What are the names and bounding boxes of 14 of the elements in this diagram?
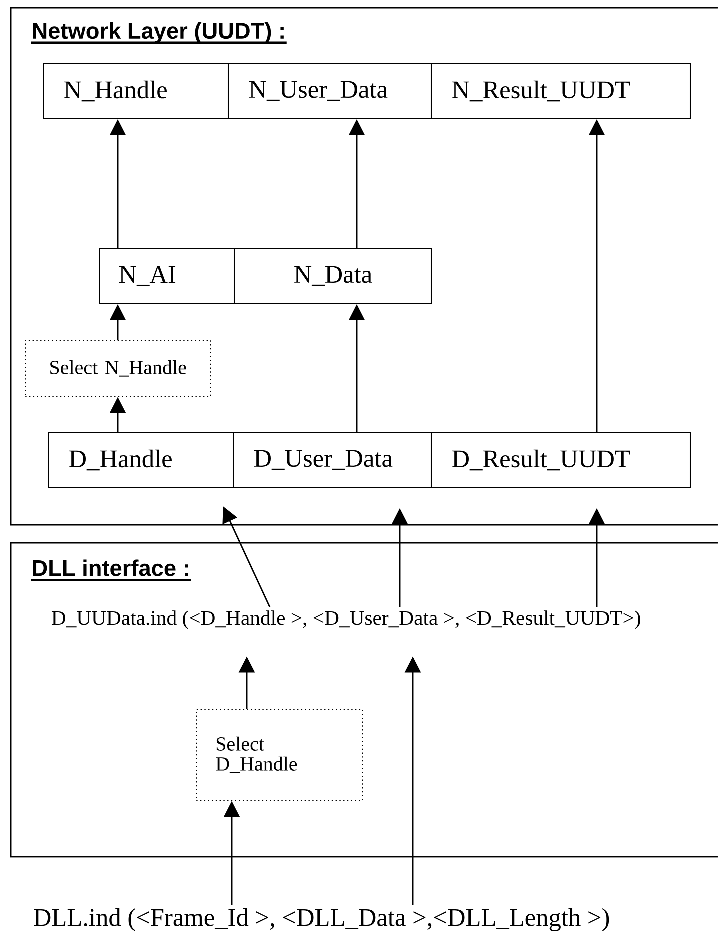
- bare-text: DLL.ind (<Frame_Id >, <DLL_Data >,<DLL_Length >): [34, 908, 610, 932]
- text-box: N_Handle: [43, 63, 230, 120]
- text-box: N_User_Data: [228, 63, 432, 120]
- text-box: N_Result_UUDT: [431, 63, 692, 120]
- text-box: D_Result_UUDT: [431, 432, 692, 488]
- text-box: Select N_Handle: [25, 340, 212, 398]
- text-box: D_Handle: [48, 432, 234, 488]
- text-box: N_AI: [99, 248, 236, 304]
- text-box: N_Data: [234, 248, 432, 304]
- bare-text: D_UUData.ind (<D_Handle >, <D_User_Data >, <D_Result_UUDT>): [52, 610, 640, 630]
- text-box: Select D_Handle: [196, 709, 364, 802]
- text-box: D_User_Data: [233, 432, 432, 488]
- panel-heading: Network Layer (UUDT) :: [31, 22, 287, 44]
- panel-heading: DLL interface :: [31, 560, 192, 582]
